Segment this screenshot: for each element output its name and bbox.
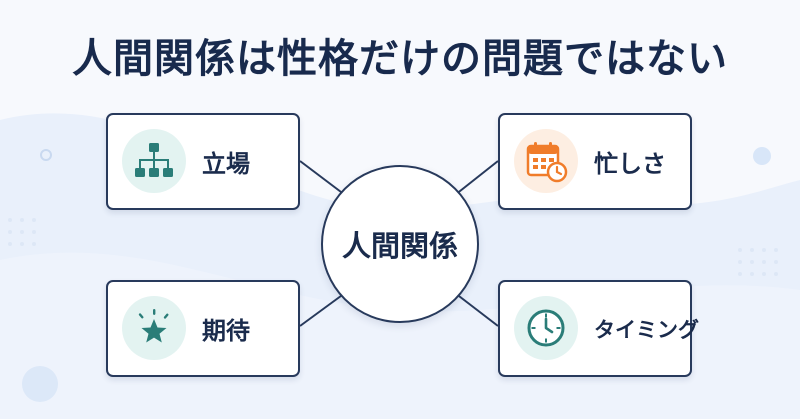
node-label: タイミング bbox=[594, 317, 699, 342]
icon-badge bbox=[514, 129, 578, 193]
node-label: 立場 bbox=[202, 150, 250, 178]
node-card-position: 立場 bbox=[106, 113, 300, 210]
icon-badge bbox=[122, 296, 186, 360]
org-chart-icon bbox=[135, 143, 173, 177]
central-hub: 人間関係 bbox=[321, 165, 479, 323]
connector-bottom-left bbox=[299, 292, 346, 327]
icon-badge bbox=[514, 296, 578, 360]
node-label: 期待 bbox=[202, 317, 250, 345]
page-title: 人間関係は性格だけの問題ではない bbox=[72, 36, 728, 82]
node-card-timing: タイミング bbox=[498, 280, 699, 377]
calendar-clock-icon bbox=[526, 142, 568, 183]
connector-top-left bbox=[299, 160, 346, 196]
icon-badge bbox=[122, 129, 186, 193]
node-card-expectation: 期待 bbox=[106, 280, 300, 377]
star-icon bbox=[138, 309, 169, 343]
connector-top-right bbox=[454, 160, 499, 196]
node-card-busyness: 忙しさ bbox=[498, 113, 692, 210]
hub-label: 人間関係 bbox=[341, 229, 458, 263]
node-label: 忙しさ bbox=[594, 150, 666, 178]
clock-icon bbox=[527, 309, 565, 347]
connector-bottom-right bbox=[454, 292, 499, 327]
